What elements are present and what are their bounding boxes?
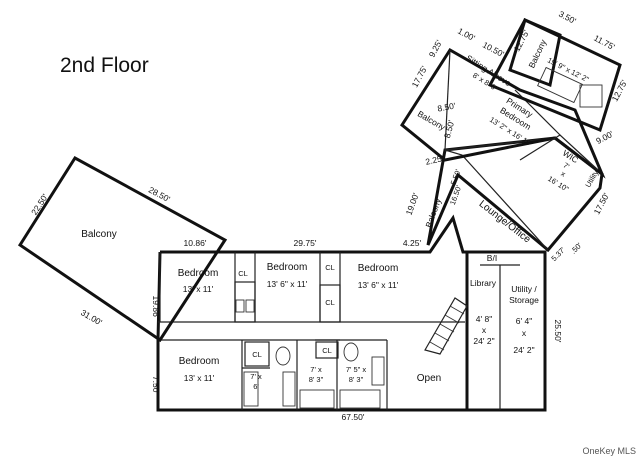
dim-50: .50'	[569, 240, 584, 255]
watermark: OneKey MLS	[582, 446, 636, 456]
dim-67-50: 67.50'	[342, 412, 365, 422]
utility-storage-name-a: Utility /	[511, 284, 537, 294]
dim-2-25: 2.25'	[424, 153, 444, 167]
bedroom3-name: Bedroom	[358, 263, 399, 274]
wic-size-c: 16' 10"	[546, 174, 570, 194]
dim-9-25: 9.25'	[427, 38, 445, 59]
dim-8-50a: 8.50'	[437, 100, 457, 113]
dim-3-50: 3.50'	[557, 9, 578, 27]
utility-storage-size-b: x	[522, 328, 527, 338]
bi-label: B/I	[487, 253, 497, 263]
dim-11-75: 11.75'	[592, 33, 617, 52]
upper-wing	[400, 17, 622, 253]
balcony-top-label: Balcony	[526, 37, 548, 69]
dim-8-50b: 8.50'	[442, 119, 456, 139]
bedroom2-name: Bedroom	[267, 262, 308, 273]
library-size-c: 24' 2"	[473, 336, 494, 346]
library-size-a: 4' 8"	[476, 314, 492, 324]
dim-10-86: 10.86'	[184, 238, 207, 248]
bedroom3-size: 13' 6" x 11'	[358, 280, 399, 290]
dim-19-86: 19.86'	[151, 296, 161, 319]
closet-5: CL	[322, 346, 332, 355]
library-name: Library	[470, 278, 497, 288]
dim-7-50: 7.50'	[151, 376, 161, 395]
wic-size-b: x	[559, 169, 567, 179]
bedroom1-name: Bedroom	[178, 268, 219, 279]
balcony-large	[17, 156, 228, 343]
dim-9-00: 9.00'	[594, 128, 615, 146]
bath3-size-a: 7' 5" x	[346, 365, 367, 374]
bedroom4-name: Bedroom	[179, 356, 220, 367]
dim-10-50: 10.50'	[481, 40, 506, 60]
closet-1: CL	[238, 269, 248, 278]
bedroom4-size: 13' x 11'	[184, 373, 215, 383]
bath1-size-b: 6'	[253, 382, 259, 391]
dim-31-00: 31.00'	[79, 307, 104, 327]
dim-29-75: 29.75'	[294, 238, 317, 248]
utility-storage-size-a: 6' 4"	[516, 316, 532, 326]
library-utility-block	[467, 250, 547, 412]
open-label: Open	[417, 373, 441, 384]
floor-title: 2nd Floor	[60, 54, 149, 77]
bedroom1-size: 13' x 11'	[183, 284, 214, 294]
wic-size-a: 7'	[562, 161, 572, 172]
closet-2: CL	[325, 263, 335, 272]
bath1-size-a: 7' x	[250, 372, 262, 381]
lounge-office-label: Lounge/Office	[477, 199, 533, 246]
dim-28-50: 28.50'	[147, 185, 172, 205]
dim-16-50: 16.50'	[448, 184, 464, 207]
dim-19-00: 19.00'	[404, 191, 421, 216]
closet-4: CL	[252, 350, 262, 359]
closet-3: CL	[325, 298, 335, 307]
bedroom2-size: 13' 6" x 11'	[267, 279, 308, 289]
dim-5-37: 5.37'	[549, 245, 567, 263]
dim-25-50: 25.50'	[553, 320, 563, 343]
bath3-size-b: 8' 3"	[349, 375, 364, 384]
utility-storage-name-b: Storage	[509, 295, 539, 305]
dim-1-00: 1.00'	[456, 26, 477, 44]
utility-storage-size-c: 24' 2"	[513, 345, 534, 355]
balcony-large-label: Balcony	[81, 229, 117, 240]
fixtures	[235, 299, 385, 409]
bath2-size-b: 8' 3"	[309, 375, 324, 384]
bath2-size-a: 7' x	[310, 365, 322, 374]
library-size-b: x	[482, 325, 487, 335]
dim-4-25: 4.25'	[403, 238, 422, 248]
stairs	[424, 297, 468, 355]
